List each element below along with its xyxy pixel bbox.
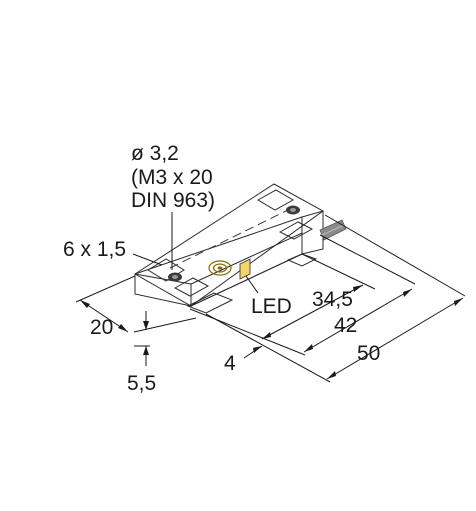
recess-right-front — [278, 221, 314, 240]
concentric-circles-icon — [208, 260, 232, 276]
arrow-55-top — [143, 321, 149, 330]
base-foot-right — [286, 253, 318, 267]
housing-top-face — [134, 183, 324, 307]
length-42-label: 42 — [334, 314, 357, 337]
ext-line-345-b — [189, 308, 306, 356]
ext-line-50-a — [324, 214, 466, 297]
ext-line-20-a — [75, 275, 136, 303]
dimension-lines — [75, 212, 466, 383]
ext-line-55-a — [133, 317, 197, 333]
screw-spec-line1: (M3 x 20 — [131, 166, 213, 189]
slot-left — [147, 258, 185, 282]
recess-left-front — [173, 277, 210, 297]
dim-line-345 — [261, 284, 364, 340]
ext-line-42-a — [319, 234, 416, 285]
hidden-centerline — [169, 207, 293, 269]
arrow-55-bottom — [143, 346, 149, 355]
screw-hole-icon — [168, 272, 182, 282]
width-20-label: 20 — [90, 316, 113, 339]
height-55-label: 5,5 — [127, 372, 156, 395]
dim-line-42 — [303, 288, 413, 353]
slot-label: 6 x 1,5 — [63, 238, 126, 261]
arrow-345-start — [262, 332, 271, 339]
length-345-label: 34,5 — [312, 288, 353, 311]
led-window — [239, 258, 251, 280]
screw-spec-line2: DIN 963) — [131, 189, 215, 212]
hole-diameter-label: ø 3,2 — [131, 142, 179, 165]
arrow-42-start — [304, 344, 313, 352]
arrow-50-start — [327, 371, 336, 379]
arrow-20-start — [80, 300, 90, 308]
ext-line-345-a — [301, 253, 376, 290]
base-foot-left — [186, 292, 234, 314]
dimension-labels: ø 3,2 (M3 x 20 DIN 963) 6 x 1,5 LED 34,5… — [63, 142, 380, 395]
arrow-42-end — [403, 289, 412, 297]
length-50-label: 50 — [357, 342, 380, 365]
arrow-50-end — [454, 298, 463, 306]
ext-line-50-b — [205, 313, 331, 383]
slot-leader-line — [132, 253, 163, 266]
dim-line-50 — [326, 297, 464, 380]
arrow-4 — [253, 346, 262, 353]
offset-4-label: 4 — [224, 352, 236, 375]
led-leader-line — [245, 275, 259, 294]
arrow-20-end — [118, 324, 128, 332]
slot-right — [256, 189, 295, 211]
arrow-345-end — [353, 285, 363, 292]
screw-hole-icon — [286, 205, 300, 215]
led-label: LED — [251, 295, 292, 318]
